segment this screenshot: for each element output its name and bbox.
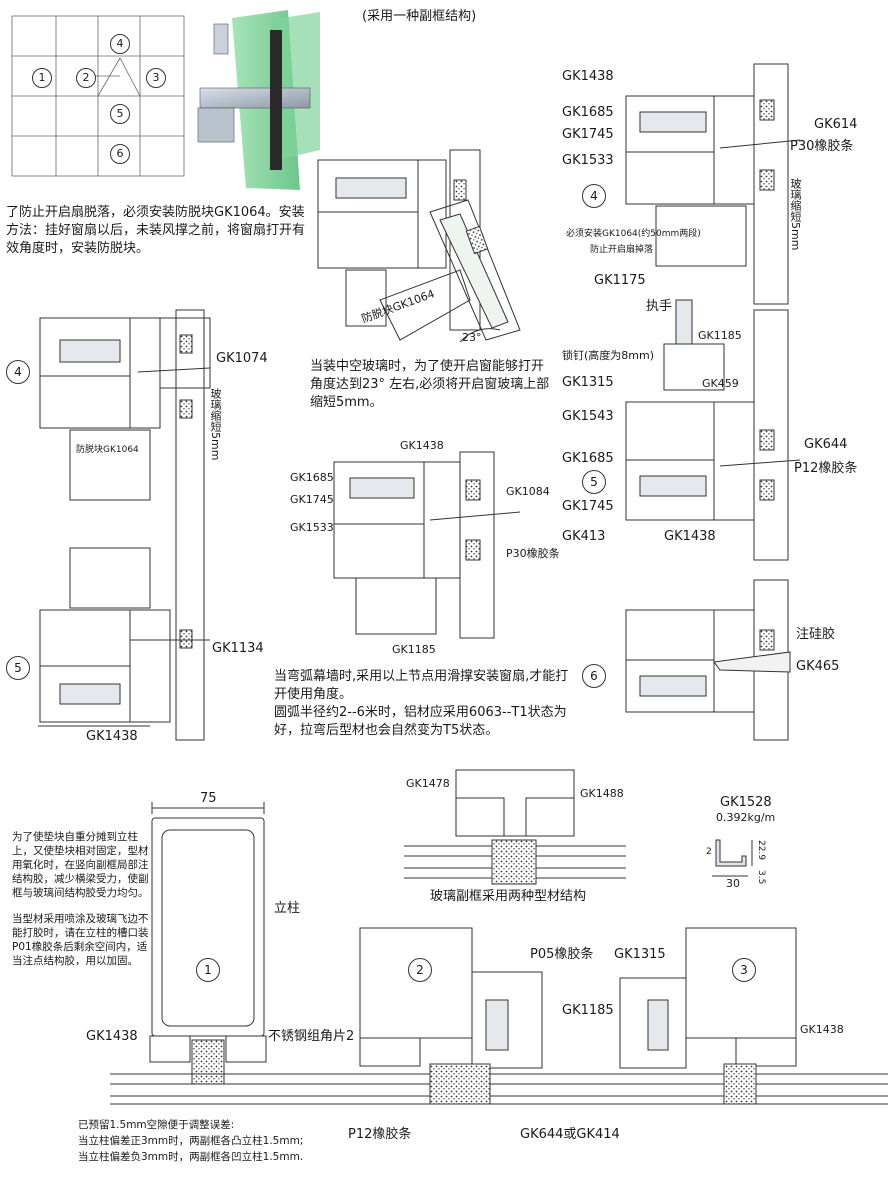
handle-label: 执手	[646, 299, 673, 314]
mullion-detail-2	[359, 927, 543, 1105]
gk614-label: GK614	[814, 117, 858, 132]
silicone-label: 注硅胶	[796, 627, 836, 642]
mullion-detail-1	[110, 802, 888, 1105]
p30-label-right: P30橡胶条	[790, 139, 854, 154]
mullion-marker-3: 3	[732, 958, 756, 982]
gk1175-label: GK1175	[594, 273, 646, 288]
gk1488-label: GK1488	[580, 787, 624, 800]
must-install-label: 必须安装GK1064(约50mm两段)	[566, 229, 701, 239]
detail-marker-5-left: 5	[6, 656, 30, 680]
detail-marker-4-left: 4	[6, 360, 30, 384]
dim-2-label: 2	[706, 847, 712, 857]
gk1134-label: GK1134	[212, 641, 264, 656]
grid-marker-3: 3	[146, 68, 166, 88]
gk1528-profile	[712, 839, 753, 877]
gk1438-label-bottom-right: GK1438	[800, 1023, 844, 1036]
gk465-label: GK465	[796, 659, 840, 674]
frame-detail-centre	[333, 451, 521, 639]
mullion-marker-1: 1	[196, 958, 220, 982]
mullion-label: 立柱	[274, 901, 301, 916]
frame-detail-5-right	[625, 299, 801, 561]
frame-detail-5-left	[38, 547, 210, 727]
frame-detail-4-right	[625, 63, 801, 305]
detail-marker-5-right: 5	[582, 470, 606, 494]
gk1438-label-right-5: GK1438	[664, 529, 716, 544]
page-title: (采用一种副框结构)	[362, 9, 477, 24]
opening-detail	[317, 149, 521, 343]
antidrop-small-label: 防脱块GK1064	[76, 445, 139, 455]
frame-detail-6-right	[625, 579, 791, 741]
grid-marker-2: 2	[76, 68, 96, 88]
gk644-or-label: GK644或GK414	[520, 1127, 620, 1142]
gk1438-label-bottom: GK1438	[86, 1029, 138, 1044]
isometric-profile	[197, 10, 320, 190]
gk1185-label-bottom: GK1185	[562, 1003, 614, 1018]
gk1685-label-right-5: GK1685	[562, 451, 614, 466]
dim-30-label: 30	[726, 877, 740, 890]
p05-label: P05橡胶条	[530, 947, 594, 962]
gap-note-2: 当立柱偏差正3mm时，两副框各凸立柱1.5mm;	[78, 1135, 304, 1147]
gk1533-label-right: GK1533	[562, 153, 614, 168]
gk1185-label-centre: GK1185	[392, 643, 436, 656]
spacer-block-note: 为了使垫块自重分摊到立柱上，又使垫块相对固定，型材用氧化时，在竖向副框局部注结构…	[12, 831, 149, 899]
glass-shorten-right: 玻璃缩短5mm	[789, 178, 802, 251]
mullion-detail-3	[619, 927, 797, 1105]
grid-marker-5: 5	[110, 104, 130, 124]
gk459-label: GK459	[702, 377, 739, 390]
angle-label: 23°	[462, 331, 482, 344]
gk1478-label: GK1478	[406, 777, 450, 790]
gk1685-label-centre: GK1685	[290, 471, 334, 484]
gk1685-label-right: GK1685	[562, 105, 614, 120]
p12-label-bottom: P12橡胶条	[348, 1127, 412, 1142]
gap-note-3: 当立柱偏差负3mm时，两副框各凹立柱1.5mm.	[78, 1151, 304, 1163]
antidrop-right-label: 防止开启扇掉落	[590, 245, 654, 255]
gk644-label: GK644	[804, 437, 848, 452]
ss-angle-label: 不锈钢组角片2	[268, 1029, 355, 1044]
dim-229-label: 22.9	[756, 840, 766, 861]
p12-label-right: P12橡胶条	[794, 461, 858, 476]
hollow-glass-note: 当装中空玻璃时，为了使开启窗能够打开角度达到23° 左右,必须将开启窗玻璃上部缩…	[310, 359, 550, 410]
gk413-label: GK413	[562, 529, 606, 544]
gk1185-label-right: GK1185	[698, 329, 742, 342]
gk1315-label-right: GK1315	[562, 375, 614, 390]
gk1315-label-bottom: GK1315	[614, 947, 666, 962]
gk1543-label: GK1543	[562, 409, 614, 424]
detail-marker-6-right: 6	[582, 664, 606, 688]
grid-marker-6: 6	[110, 144, 130, 164]
grid-key	[11, 15, 185, 177]
gk1745-label-centre: GK1745	[290, 493, 334, 506]
gk1438-label-centre: GK1438	[400, 439, 444, 452]
gap-note-1: 已预留1.5mm空隙便于调整误差:	[78, 1119, 235, 1131]
gk1074-label: GK1074	[216, 351, 268, 366]
spray-coating-note: 当型材采用喷涂及玻璃飞边不能打胶时，请在立柱的槽口装P01橡胶条后剩余空间内，适…	[12, 913, 149, 967]
dim-35-label: 3.5	[756, 870, 766, 885]
dim-75-label: 75	[200, 791, 217, 806]
arc-wall-note-2: 圆弧半径约2--6米时，铝材应采用6063--T1状态为好，拉弯后型材也会自然变…	[274, 705, 567, 738]
weight-label: 0.392kg/m	[716, 811, 776, 824]
gk1745-label-right-5: GK1745	[562, 499, 614, 514]
gk1438-label-right: GK1438	[562, 69, 614, 84]
gk1438-label-left: GK1438	[86, 729, 138, 744]
anti-drop-note: 了防止开启扇脱落，必须安装防脱块GK1064。安装方法：挂好窗扇以后，未装风撑之…	[6, 205, 306, 256]
gk1533-label-centre: GK1533	[290, 521, 334, 534]
gk1745-label-right: GK1745	[562, 127, 614, 142]
frame-detail-4-left	[39, 309, 211, 741]
detail-marker-4-right: 4	[582, 184, 606, 208]
arc-wall-note-1: 当弯弧幕墙时,采用以上节点用滑撑安装窗扇,才能打开使用角度。	[274, 669, 569, 702]
two-profiles-caption: 玻璃副框采用两种型材结构	[430, 889, 587, 904]
mullion-marker-2: 2	[408, 958, 432, 982]
p30-label-centre: P30橡胶条	[506, 547, 560, 560]
lock-nail-label: 锁钉(高度为8mm)	[562, 349, 655, 362]
glass-shorten-left: 玻璃缩短5mm	[209, 388, 222, 461]
grid-marker-1: 1	[32, 68, 52, 88]
gk1084-label: GK1084	[506, 485, 550, 498]
grid-marker-4: 4	[110, 34, 130, 54]
gk1528-label: GK1528	[720, 795, 772, 810]
subframe-two-profiles	[404, 769, 626, 885]
